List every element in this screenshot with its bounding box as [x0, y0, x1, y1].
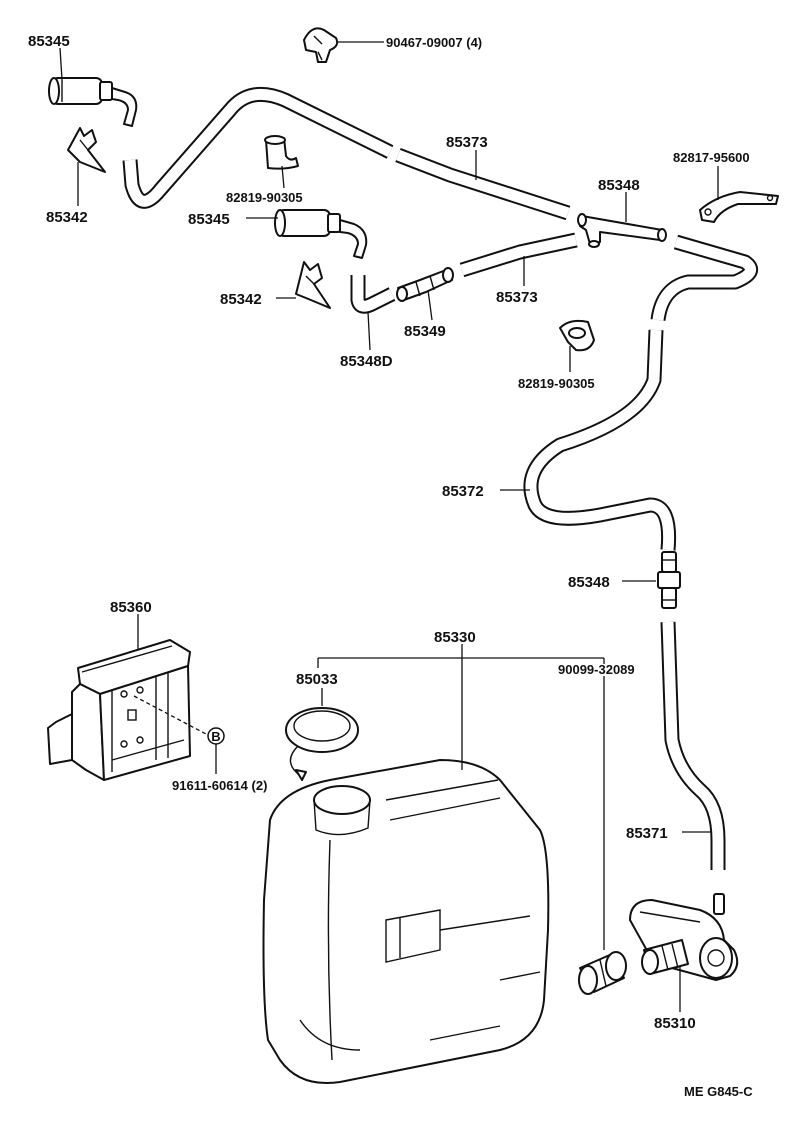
label-85360: 85360 — [110, 599, 152, 616]
label-85033: 85033 — [296, 671, 338, 688]
label-85345-top: 85345 — [28, 33, 70, 50]
label-90467: 90467-09007 (4) — [386, 35, 482, 50]
label-85372: 85372 — [442, 483, 484, 500]
label-82817: 82817-95600 — [673, 150, 750, 165]
part-labels: 85345 90467-09007 (4) 85342 85373 82819-… — [28, 33, 753, 1099]
hose-85348d-elbow — [350, 275, 396, 314]
leader-lines — [59, 41, 719, 1012]
label-85349: 85349 — [404, 323, 446, 340]
hose-85372 — [523, 329, 677, 551]
grommet-90099 — [578, 951, 627, 995]
label-85373-mid: 85373 — [496, 289, 538, 306]
label-85373-top: 85373 — [446, 134, 488, 151]
clip-90467 — [303, 27, 339, 63]
nozzle-85345-mid — [274, 209, 368, 259]
label-91611: 91611-60614 (2) — [172, 778, 267, 793]
label-85345-mid: 85345 — [188, 211, 230, 228]
pump-85310 — [629, 893, 739, 981]
label-82819-top: 82819-90305 — [226, 190, 303, 205]
holder-82819-bottom — [559, 319, 595, 352]
clip-85342-top — [67, 127, 106, 173]
holder-82819-top — [264, 135, 299, 170]
label-85342-mid: 85342 — [220, 291, 262, 308]
nozzle-85345-top — [48, 77, 138, 127]
label-90099: 90099-32089 — [558, 662, 635, 677]
label-85342-top: 85342 — [46, 209, 88, 226]
hose-85372-right — [650, 234, 758, 322]
tank-85330 — [262, 759, 550, 1084]
label-85348-bottom: 85348 — [568, 574, 610, 591]
valve-85349 — [396, 267, 454, 302]
label-85371: 85371 — [626, 825, 668, 842]
label-85348-top: 85348 — [598, 177, 640, 194]
bolt-marker-letter: B — [211, 729, 220, 744]
connector-85348-bottom — [657, 551, 681, 609]
clamp-82817 — [699, 191, 779, 223]
diagram-code: ME G845-C — [684, 1084, 753, 1099]
bolt-marker-circle — [207, 727, 225, 745]
label-85310: 85310 — [654, 1015, 696, 1032]
clip-85342-mid — [295, 261, 331, 309]
tee-85348-top — [577, 213, 667, 248]
label-82819-bottom: 82819-90305 — [518, 376, 595, 391]
hose-85373-upper — [122, 86, 571, 221]
hose-85373-lower — [459, 232, 578, 278]
hose-85371 — [660, 621, 726, 870]
label-85330: 85330 — [434, 629, 476, 646]
label-85348d: 85348D — [340, 353, 393, 370]
bracket-85360 — [47, 639, 191, 781]
cap-85033 — [285, 707, 359, 781]
